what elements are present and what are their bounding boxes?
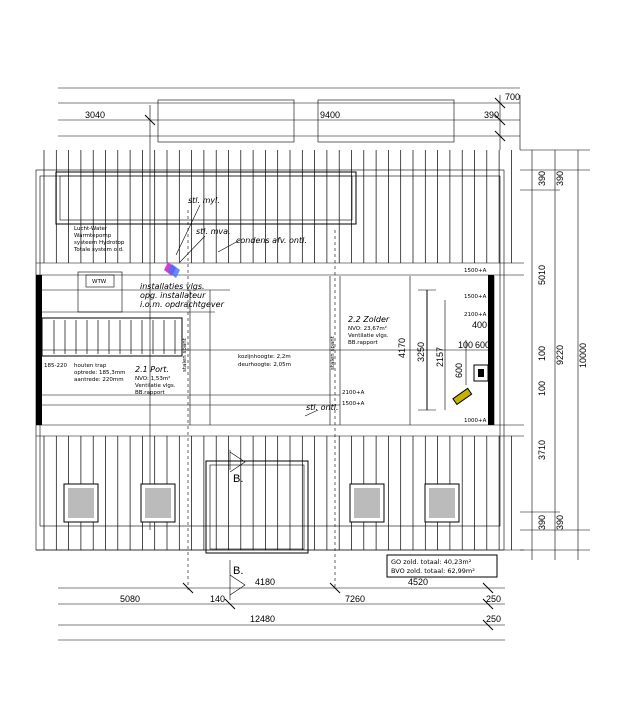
dim-right-9220: 9220 xyxy=(555,345,565,365)
section-markers: B. B. xyxy=(229,450,246,600)
label-stl-myl: stl. myl. xyxy=(188,196,220,205)
height-port-2: 2100+A xyxy=(342,390,365,396)
label-lucht-0: Lucht-Water xyxy=(74,226,108,232)
label-installaties-1: opg. installateur xyxy=(140,291,206,300)
zolder-dims: 4170 3250 2157 600 400 100 600 xyxy=(397,276,495,425)
label-trap-range: 185-220 xyxy=(44,363,67,369)
height-zolder-1: 1500+A xyxy=(464,294,487,300)
interior-walls xyxy=(42,276,490,425)
dim-bottom-250-a: 250 xyxy=(486,594,501,604)
dim-bottom-5080: 5080 xyxy=(120,594,140,604)
height-zolder-3: 1000+A xyxy=(464,418,487,424)
label-trap-2: aantrede: 220mm xyxy=(74,377,124,383)
dim-400: 400 xyxy=(472,320,487,330)
top-dimensions: 3040 9400 390 700 xyxy=(58,87,521,530)
label-spant-right: stalen spant xyxy=(330,335,336,370)
dim-bottom-140: 140 xyxy=(210,594,225,604)
fixtures xyxy=(164,204,489,417)
section-b-top: B. xyxy=(233,473,243,485)
label-spant-left: stalen spant xyxy=(182,337,188,372)
height-zolder-2: 2100+A xyxy=(464,312,487,318)
dim-right-100-b: 100 xyxy=(537,346,547,361)
dim-right-390-c: 390 xyxy=(537,515,547,530)
dim-right-3710: 3710 xyxy=(537,440,547,460)
label-condens: condens afv. ontl. xyxy=(236,236,307,245)
dim-top-700: 700 xyxy=(505,92,520,102)
label-deur: deurhoogte: 2,05m xyxy=(238,362,291,368)
dim-600-a: 600 xyxy=(454,363,464,378)
stair xyxy=(41,271,183,357)
dim-bottom-4180: 4180 xyxy=(255,577,275,587)
dim-right-100-a: 100 xyxy=(537,381,547,396)
label-port-bb: BB.rapport xyxy=(135,390,166,396)
dim-top-3040: 3040 xyxy=(85,110,105,120)
summary-bvo: BVO zold. totaal: 62,99m² xyxy=(391,567,475,575)
dim-bottom-250-b: 250 xyxy=(486,614,501,624)
dim-100: 100 xyxy=(458,340,473,350)
label-zolder-title: 2.2 Zolder xyxy=(348,315,390,324)
dim-bottom-4520: 4520 xyxy=(408,577,428,587)
area-summary: GO zold. totaal: 40,23m² BVO zold. totaa… xyxy=(386,554,498,578)
label-zolder-bb: BB.rapport xyxy=(348,340,379,346)
room-labels: stl. myl. stl. mva. condens afv. ontl. L… xyxy=(44,196,487,424)
dim-bottom-7260: 7260 xyxy=(345,594,365,604)
right-dimensions: 390 390 5010 100 100 3710 390 390 9220 1… xyxy=(520,149,590,560)
summary-go: GO zold. totaal: 40,23m² xyxy=(391,558,472,566)
label-installaties-2: i.o.m. opdrachtgever xyxy=(140,300,225,309)
bottom-dimensions: 4180 4520 5080 140 7260 250 12480 250 xyxy=(58,577,505,641)
height-port-1: 1500+A xyxy=(464,268,487,274)
dim-600-b: 600 xyxy=(475,340,490,350)
dim-2157: 2157 xyxy=(435,347,445,367)
label-kozijn: kozijnhoogte: 2,2m xyxy=(238,354,291,360)
dim-right-5010: 5010 xyxy=(537,265,547,285)
section-b-bottom: B. xyxy=(233,565,243,577)
building-outline xyxy=(35,169,524,551)
label-zolder-vent: Ventilatie vlgs. xyxy=(348,333,389,339)
roof-top-hatch xyxy=(43,150,512,263)
guide-lines xyxy=(187,210,336,590)
label-installaties-0: installaties vlgs. xyxy=(140,282,205,291)
label-stl-ontl: stl. ontl. xyxy=(306,403,338,412)
dim-4170: 4170 xyxy=(397,338,407,358)
dim-right-10000: 10000 xyxy=(578,343,588,368)
dim-right-390-d: 390 xyxy=(555,515,565,530)
dim-top-390: 390 xyxy=(484,110,499,120)
dim-right-390-a: 390 xyxy=(537,171,547,186)
label-zolder-nvo: NVO: 23,67m² xyxy=(348,325,387,332)
dim-top-9400: 9400 xyxy=(320,110,340,120)
label-lucht-3: Totale system o.d. xyxy=(73,247,124,253)
label-stl-mva: stl. mva. xyxy=(196,227,231,236)
label-lucht-1: Warmtepomp xyxy=(74,233,112,239)
label-trap-0: houten trap xyxy=(74,363,107,369)
label-lucht-2: systeem Hydrotop xyxy=(74,240,125,246)
label-port-nvo: NVO: 1,53m² xyxy=(135,375,170,382)
label-trap-1: optrede: 185,3mm xyxy=(74,370,125,376)
label-wtw: WTW xyxy=(92,279,107,285)
roof-windows xyxy=(63,460,460,554)
dim-bottom-12480: 12480 xyxy=(250,614,275,624)
label-port-vent: Ventilatie vlgs. xyxy=(135,383,176,389)
height-port-3: 1500+A xyxy=(342,401,365,407)
dim-right-390-b: 390 xyxy=(555,171,565,186)
dim-3250: 3250 xyxy=(416,342,426,362)
label-port-title: 2.1 Port. xyxy=(135,365,169,374)
